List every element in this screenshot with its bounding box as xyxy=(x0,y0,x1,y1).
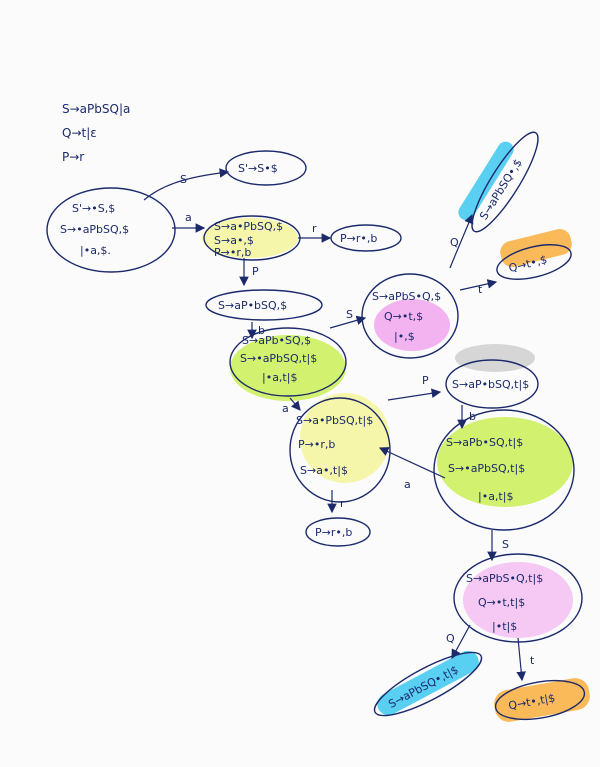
state-q1-item-1: S→aPbS•Q,$ xyxy=(372,290,441,303)
state-q1-item-2: Q→•t,$ xyxy=(384,310,423,323)
highlight-grey-sap2 xyxy=(455,344,535,372)
edge-label-ap-b: b xyxy=(258,324,265,337)
edge-label-q2-t: t xyxy=(530,654,535,667)
highlight-pink-sq1 xyxy=(374,299,450,351)
edge-label-b2-q2: S xyxy=(502,538,509,551)
state-s2-item-2: S→a•,$ xyxy=(214,234,254,247)
state-q1-t-outline xyxy=(496,244,572,280)
state-a2: S→a•PbSQ,t|$ P→•r,b S→a•,t|$ xyxy=(289,397,391,503)
state-b2-outline xyxy=(433,409,575,531)
highlight-pink-sq2 xyxy=(463,562,573,638)
state-b-outline xyxy=(229,327,347,397)
edge-s0-accept xyxy=(143,168,230,201)
edge-b-q1 xyxy=(329,315,367,329)
state-ap2-item-1: S→aP•bSQ,t|$ xyxy=(452,378,529,391)
edge-label-q1-t: t xyxy=(478,283,483,296)
state-s2-outline xyxy=(203,215,301,261)
state-accept: S'→S•$ xyxy=(225,150,307,186)
state-accept-item-1: S'→S•$ xyxy=(238,162,278,175)
state-q2-item-1: S→aPbS•Q,t|$ xyxy=(466,572,543,585)
state-a2-outline xyxy=(289,397,391,503)
state-s0-item-2: S→•aPbSQ,$ xyxy=(60,223,129,236)
edge-label-a2-pr2: r xyxy=(340,497,345,510)
state-pr2: P→r•,b xyxy=(305,517,371,547)
state-q2-outline xyxy=(453,553,583,643)
state-q1-a-outline xyxy=(471,131,539,233)
state-pr-item-1: P→r•,b xyxy=(340,232,377,245)
edge-label-q2-a: Q xyxy=(446,632,455,645)
edge-b-a2 xyxy=(289,397,301,411)
state-ap-outline xyxy=(205,289,323,321)
highlight-green-sb xyxy=(230,335,346,401)
highlight-green-sb2 xyxy=(437,417,573,507)
state-s0-item-3: |•a,$. xyxy=(80,244,111,257)
edge-q1-t xyxy=(459,279,498,291)
state-b: S→aPb•SQ,$ S→•aPbSQ,t|$ |•a,t|$ xyxy=(229,327,347,397)
edge-label-b-q1: S xyxy=(346,308,353,321)
state-a2-item-3: S→a•,t|$ xyxy=(300,464,348,477)
state-pr-outline xyxy=(330,224,402,252)
highlight-yellow-s2 xyxy=(202,218,298,258)
edge-label-s0-accept: S xyxy=(180,173,187,186)
highlight-orange-sq1t xyxy=(500,229,572,267)
state-ap2: S→aP•bSQ,t|$ xyxy=(445,359,539,409)
state-s2-item-1: S→a•PbSQ,$ xyxy=(214,220,283,233)
transitions: S a r P b S Q t a r P b a S Q t xyxy=(143,168,535,682)
state-q2-item-3: |•t|$ xyxy=(492,620,517,633)
state-q2-t-outline xyxy=(494,679,586,721)
edge-label-b-a2: a xyxy=(282,402,289,415)
state-ap: S→aP•bSQ,$ xyxy=(205,289,323,321)
edge-a2-ap2 xyxy=(387,388,442,401)
state-q2: S→aPbS•Q,t|$ Q→•t,t|$ |•t|$ xyxy=(453,553,583,643)
highlights xyxy=(202,141,590,722)
state-b-item-2: S→•aPbSQ,t|$ xyxy=(240,352,317,365)
state-ap2-outline xyxy=(445,359,539,409)
grammar-rules: S→aPbSQ|a Q→t|ε P→r xyxy=(62,102,130,164)
edge-label-s2-ap: P xyxy=(252,265,259,278)
edge-q2-t xyxy=(516,637,526,682)
state-q1: S→aPbS•Q,$ Q→•t,$ |•,$ xyxy=(361,273,459,359)
state-b2-item-1: S→aPb•SQ,t|$ xyxy=(446,436,523,449)
state-q2-a-outline xyxy=(373,651,483,717)
state-s0: S'→•S,$ S→•aPbSQ,$ |•a,$. xyxy=(46,187,176,273)
grammar-rule-1: S→aPbSQ|a xyxy=(62,102,130,116)
state-ap-item-1: S→aP•bSQ,$ xyxy=(218,299,287,312)
grammar-rule-2: Q→t|ε xyxy=(62,126,97,140)
edge-label-a2-ap2: P xyxy=(422,374,429,387)
state-b2-item-2: S→•aPbSQ,t|$ xyxy=(448,462,525,475)
state-s2-item-3: P→•r,b xyxy=(214,246,251,259)
state-s2: S→a•PbSQ,$ S→a•,$ P→•r,b xyxy=(203,215,301,261)
state-b2: S→aPb•SQ,t|$ S→•aPbSQ,t|$ |•a,t|$ xyxy=(433,409,575,531)
state-b-item-1: S→aPb•SQ,$ xyxy=(242,334,311,347)
edge-label-s2-pr: r xyxy=(312,222,317,235)
state-s0-item-1: S'→•S,$ xyxy=(72,202,115,215)
edge-label-q1-a: Q xyxy=(450,236,459,249)
highlight-cyan-sq1a xyxy=(458,141,514,221)
edge-q2-a xyxy=(451,624,471,660)
state-b-item-3: |•a,t|$ xyxy=(262,371,297,384)
edge-label-b2-a2: a xyxy=(404,478,411,491)
state-a2-item-2: P→•r,b xyxy=(298,438,335,451)
edge-label-s0-s2: a xyxy=(185,211,192,224)
state-accept-outline xyxy=(225,150,307,186)
state-pr2-item-1: P→r•,b xyxy=(315,526,352,539)
state-pr2-outline xyxy=(305,517,371,547)
state-q1-outline xyxy=(361,273,459,359)
state-q2-item-2: Q→•t,t|$ xyxy=(478,596,525,609)
state-pr: P→r•,b xyxy=(330,224,402,252)
grammar-rule-3: P→r xyxy=(62,150,84,164)
state-q1-item-3: |•,$ xyxy=(394,330,415,343)
highlight-yellow-sa2 xyxy=(300,393,390,483)
edge-q1-a xyxy=(449,213,474,269)
state-b2-item-3: |•a,t|$ xyxy=(478,490,513,503)
state-s0-outline xyxy=(46,187,176,273)
state-a2-item-1: S→a•PbSQ,t|$ xyxy=(296,414,373,427)
highlight-cyan-sq2a xyxy=(377,650,479,716)
